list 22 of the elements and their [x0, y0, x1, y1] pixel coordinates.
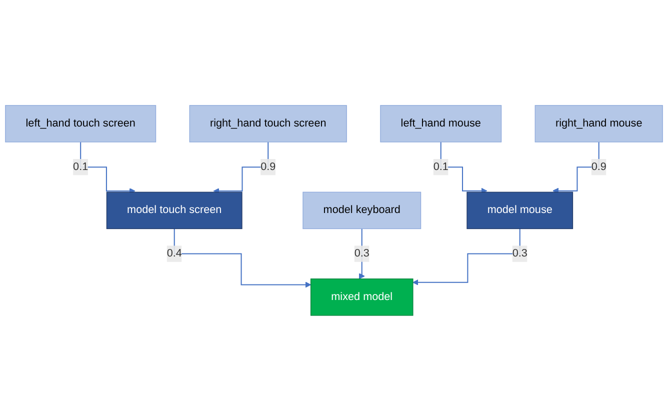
- node-box: left_hand mouse: [380, 104, 502, 142]
- arrow: [440, 141, 488, 194]
- node-label: 0.4: [166, 247, 182, 259]
- node-box: model keyboard: [302, 191, 422, 229]
- node-label: 0.9: [260, 160, 276, 172]
- arrow: [552, 141, 600, 194]
- node-box: right_hand touch screen: [189, 104, 347, 142]
- arrow: [174, 228, 312, 288]
- arrow: [412, 228, 520, 285]
- node-label: 0.1: [433, 160, 448, 172]
- node-box: right_hand mouse: [534, 104, 663, 142]
- node-box: model touch screen: [106, 191, 242, 229]
- arrow: [358, 228, 365, 279]
- node-label: 0.9: [591, 160, 606, 172]
- node-label: 0.3: [354, 247, 370, 259]
- node-label: 0.3: [512, 247, 528, 259]
- node-label: 0.1: [73, 160, 88, 172]
- arrow: [80, 141, 136, 194]
- node-box: left_hand touch screen: [5, 104, 156, 142]
- arrow: [213, 141, 269, 194]
- node-box: mixed model: [310, 278, 414, 316]
- node-box: model mouse: [466, 191, 574, 229]
